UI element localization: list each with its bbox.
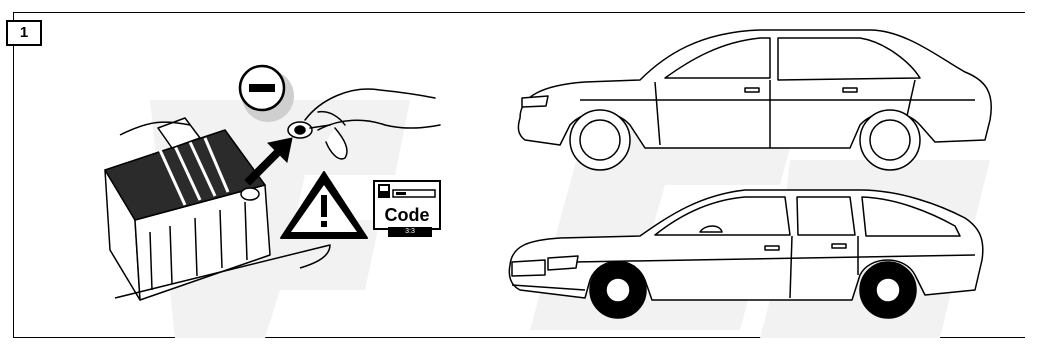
arrow-icon bbox=[244, 137, 293, 186]
radio-code-sub-label: 3:3 bbox=[405, 228, 415, 235]
step-number-badge: 1 bbox=[6, 20, 42, 46]
hand-with-terminal-clamp bbox=[287, 88, 441, 160]
radio-code-card bbox=[373, 180, 441, 237]
warning-triangle-icon bbox=[280, 171, 368, 239]
radio-code-label: Code bbox=[384, 205, 430, 225]
minus-icon bbox=[238, 64, 294, 122]
sedan-car bbox=[517, 29, 992, 171]
figure-frame bbox=[13, 12, 1025, 338]
estate-car bbox=[508, 189, 984, 319]
battery bbox=[104, 117, 331, 301]
battery-terminal bbox=[240, 187, 260, 201]
